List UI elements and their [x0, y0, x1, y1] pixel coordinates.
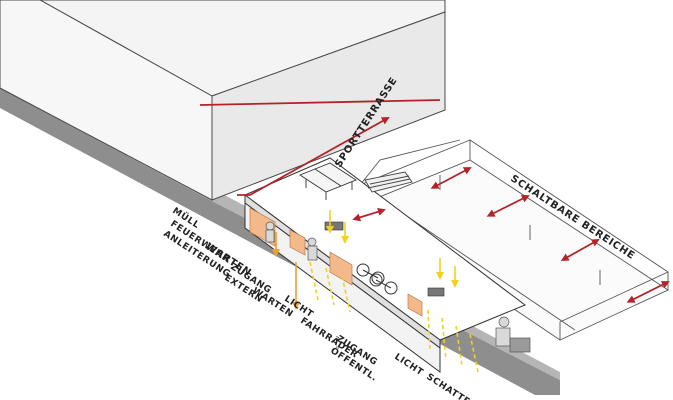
panel-4: [407, 293, 423, 317]
bicycles: [356, 263, 398, 295]
terrace-top-line: [199, 99, 441, 106]
light-arrows: [272, 210, 479, 373]
panel-2: [289, 229, 306, 256]
sportterrasse-arrow: [237, 117, 390, 196]
orange-panels: [249, 207, 423, 317]
building-side-face: [211, 11, 446, 201]
red-arrows: [199, 99, 670, 303]
people: [265, 221, 531, 353]
stairs: [364, 171, 413, 193]
panel-3: [329, 251, 353, 286]
kiosk-2: [427, 287, 445, 297]
building-block: [0, 0, 446, 201]
table-tennis: [299, 162, 357, 200]
kiosk: [324, 221, 344, 231]
sport-platform: [359, 139, 669, 341]
label-schatten: SCHATTEN: [424, 372, 478, 400]
